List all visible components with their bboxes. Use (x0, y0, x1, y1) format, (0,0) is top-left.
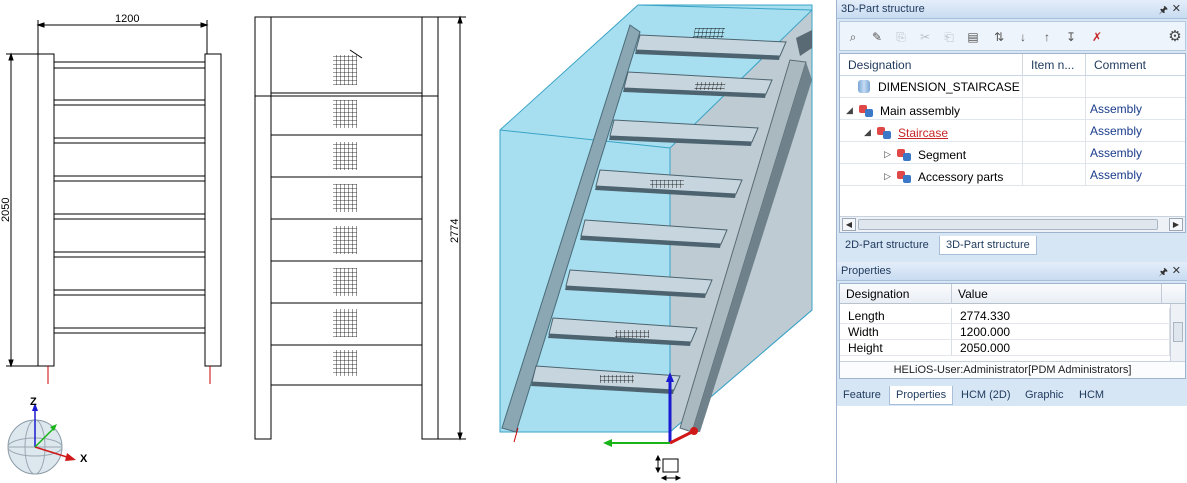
property-value[interactable]: 1200.000 (952, 324, 1170, 340)
property-name: Width (840, 324, 952, 340)
tree-row-comment: Assembly (1090, 124, 1143, 138)
sort-13-icon[interactable]: ↑ (1044, 30, 1050, 44)
close-icon[interactable]: ✕ (1171, 265, 1181, 277)
scroll-right-icon[interactable]: ▶ (1169, 218, 1183, 231)
paste-special-icon[interactable]: ▤ (967, 30, 979, 44)
assembly-icon (876, 126, 892, 140)
tree-row-label: Segment (918, 147, 967, 162)
tree-row-label: DIMENSION_STAIRCASE (878, 80, 1020, 94)
column-header-designation[interactable]: Designation (840, 284, 952, 304)
tree-row-item (1023, 76, 1086, 98)
tree-row-item (1023, 142, 1086, 164)
tree-row-label: Accessory parts (918, 169, 1004, 184)
copy-icon[interactable]: ⎘ (896, 30, 906, 44)
column-header-comment[interactable]: Comment (1086, 54, 1185, 76)
properties-tabs: Feature Properties HCM (2D) Graphic HCM (837, 384, 1187, 406)
property-row-height[interactable]: Height 2050.000 (840, 340, 1170, 356)
tree-row-main-assembly[interactable]: ◢ Main assembly Assembly (840, 98, 1185, 120)
properties-grid: Designation Value Length 2774.330 Width … (839, 283, 1186, 379)
sort-descending-icon[interactable]: ↧ (1065, 30, 1077, 44)
dim-width-label: 1200 (115, 13, 139, 25)
column-header-spacer (1162, 284, 1185, 304)
property-value[interactable]: 2050.000 (952, 340, 1170, 356)
tab-graphic[interactable]: Graphic (1025, 389, 1064, 401)
axis-x-label: X (80, 453, 88, 465)
structure-tabs: 2D-Part structure 3D-Part structure (837, 234, 1187, 256)
column-header-value[interactable]: Value (952, 284, 1162, 304)
property-value[interactable]: 2774.330 (952, 308, 1170, 324)
property-row-length[interactable]: Length 2774.330 (840, 308, 1170, 324)
tree-row-dimension-staircase[interactable]: DIMENSION_STAIRCASE (840, 76, 1185, 98)
properties-vertical-scrollbar[interactable] (1170, 304, 1185, 362)
tree-horizontal-scrollbar[interactable]: ◀ ▶ (840, 216, 1185, 232)
property-name: Length (840, 308, 952, 324)
scrollbar-thumb[interactable] (1173, 322, 1183, 342)
tree-row-comment (1086, 76, 1185, 98)
side-view (254, 15, 466, 441)
collapse-triangle-icon[interactable]: ◢ (846, 105, 853, 115)
tree-row-segment[interactable]: ▷ Segment Assembly (840, 142, 1185, 164)
tree-row-label: Main assembly (880, 103, 961, 118)
tree-row-item (1023, 164, 1086, 186)
edit-icon[interactable]: ✎ (871, 30, 883, 44)
column-header-designation[interactable]: Designation (840, 54, 1023, 76)
panel-empty-area (837, 406, 1187, 483)
tree-row-comment: Assembly (1090, 102, 1143, 116)
tree-row-item (1023, 120, 1086, 142)
structure-toolbar: ⌕ ✎ ⎘ ✂ ⎗ ▤ ⇅ ↓ ↑ ↧ ✗ ⚙ (839, 21, 1186, 51)
tree-row-staircase[interactable]: ◢ Staircase Assembly (840, 120, 1185, 142)
structure-panel-titlebar: 3D-Part structure 🖈︎ ✕ (837, 0, 1187, 19)
properties-panel-titlebar: Properties 🖈︎ ✕ (837, 262, 1187, 281)
paste-icon[interactable]: ⎗ (944, 30, 954, 44)
tab-3d-part-structure[interactable]: 3D-Part structure (939, 236, 1037, 255)
tab-feature[interactable]: Feature (843, 389, 881, 401)
user-status-line: HELiOS-User:Administrator[PDM Administra… (840, 361, 1185, 378)
clear-filter-icon[interactable]: ✗ (1091, 30, 1103, 44)
assembly-icon (858, 104, 874, 118)
sort-list-icon[interactable]: ⇅ (993, 30, 1005, 44)
tab-2d-part-structure[interactable]: 2D-Part structure (845, 239, 929, 251)
cut-icon[interactable]: ✂ (919, 30, 931, 44)
property-name: Height (840, 340, 952, 356)
tree-row-label: Staircase (898, 125, 949, 140)
expand-triangle-icon[interactable]: ▷ (884, 149, 891, 159)
cad-viewport[interactable]: 1200 2050 2774 (0, 0, 836, 483)
pin-icon[interactable]: 🖈︎ (1158, 5, 1168, 16)
axis-z-label: Z (30, 396, 37, 408)
properties-panel-title: Properties (841, 265, 892, 277)
collapse-triangle-icon[interactable]: ◢ (864, 127, 871, 137)
sort-12-icon[interactable]: ↓ (1020, 30, 1026, 44)
assembly-icon (896, 170, 912, 184)
right-docking-panel: 3D-Part structure 🖈︎ ✕ ⌕ ✎ ⎘ ✂ ⎗ ▤ ⇅ ↓ ↑… (836, 0, 1187, 483)
staircase-3d-model[interactable] (499, 4, 813, 447)
column-header-item-number[interactable]: Item n... (1023, 54, 1086, 76)
pin-icon[interactable]: 🖈︎ (1158, 267, 1168, 278)
assembly-icon (896, 148, 912, 162)
scroll-left-icon[interactable]: ◀ (842, 218, 856, 231)
front-view (6, 20, 222, 384)
structure-tree: Designation Item n... Comment DIMENSION_… (839, 53, 1186, 233)
close-icon[interactable]: ✕ (1171, 3, 1181, 15)
drawing-canvas[interactable]: 1200 2050 2774 (0, 0, 836, 483)
view-orientation-gizmo[interactable] (7, 403, 76, 475)
property-row-width[interactable]: Width 1200.000 (840, 324, 1170, 340)
dim-length-label: 2774 (449, 219, 461, 243)
tree-row-comment: Assembly (1090, 168, 1143, 182)
tab-properties[interactable]: Properties (889, 386, 954, 405)
tab-hcm[interactable]: HCM (1079, 389, 1105, 401)
tab-hcm-2d[interactable]: HCM (2D) (961, 389, 1011, 401)
dim-height-label: 2050 (0, 198, 12, 222)
tree-row-item (1023, 98, 1086, 120)
tree-row-accessory-parts[interactable]: ▷ Accessory parts Assembly (840, 164, 1185, 186)
gear-icon[interactable]: ⚙ (1168, 28, 1182, 45)
model-icon (856, 80, 872, 94)
expand-triangle-icon[interactable]: ▷ (884, 171, 891, 181)
structure-panel-title: 3D-Part structure (841, 3, 925, 15)
scrollbar-thumb[interactable] (858, 219, 1158, 230)
move-handle-icon[interactable] (655, 454, 682, 481)
find-icon[interactable]: ⌕ (849, 30, 857, 44)
tree-row-comment: Assembly (1090, 146, 1143, 160)
